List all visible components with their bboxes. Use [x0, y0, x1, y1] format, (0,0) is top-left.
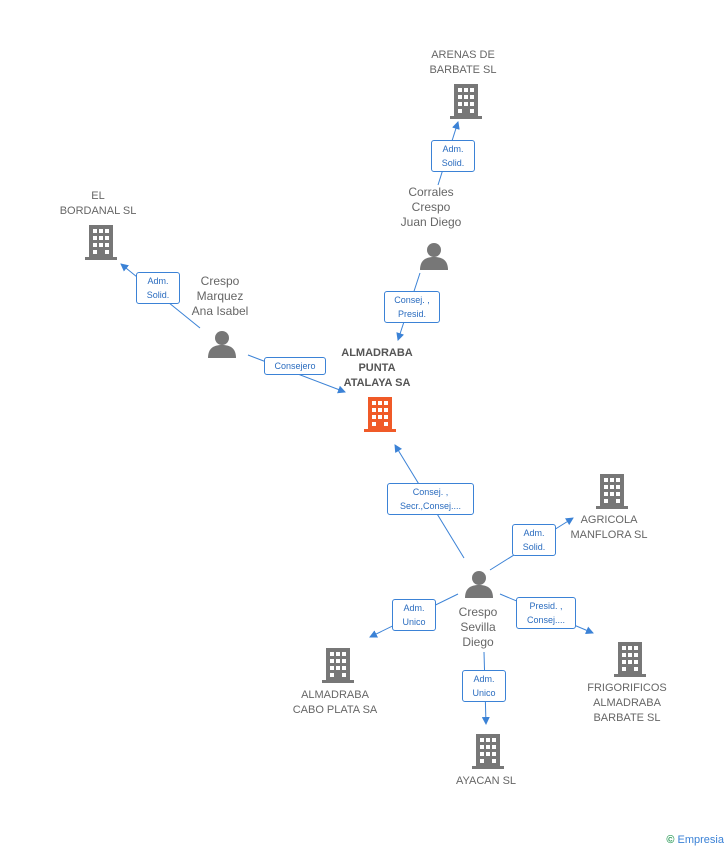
company-label-cabo-plata[interactable]: ALMADRABA CABO PLATA SA [292, 689, 378, 716]
role-badge-ayacan[interactable]: Adm. Unico [462, 670, 506, 702]
role-badge-bordanal[interactable]: Adm. Solid. [136, 272, 180, 304]
role-badge-sevilla-center[interactable]: Consej. , Secr.,Consej.... [387, 483, 474, 515]
role-badge-marquez-center[interactable]: Consejero [264, 357, 326, 375]
brand-name: Empresia [677, 834, 724, 846]
building-icon[interactable] [322, 648, 354, 684]
role-badge-cabo-plata[interactable]: Adm. Unico [392, 599, 436, 631]
company-label-arenas[interactable]: ARENAS DE BARBATE SL [429, 49, 497, 76]
copyright-icon: © [666, 834, 675, 846]
person-label-sevilla[interactable]: Crespo Sevilla Diego [458, 605, 498, 649]
building-icon[interactable] [472, 734, 504, 770]
person-icon[interactable] [419, 242, 449, 270]
company-label-frigorificos[interactable]: FRIGORIFICOS ALMADRABA BARBATE SL [587, 682, 667, 724]
person-icon[interactable] [464, 570, 494, 598]
role-badge-corrales-center[interactable]: Consej. , Presid. [384, 291, 440, 323]
building-icon[interactable] [614, 642, 646, 678]
building-icon[interactable] [596, 474, 628, 510]
role-badge-arenas[interactable]: Adm. Solid. [431, 140, 475, 172]
building-icon[interactable] [85, 225, 117, 261]
building-icon[interactable] [364, 397, 396, 433]
building-icon[interactable] [450, 84, 482, 120]
person-label-marquez[interactable]: Crespo Marquez Ana Isabel [191, 274, 249, 318]
company-label-bordanal[interactable]: EL BORDANAL SL [59, 190, 137, 217]
person-label-corrales[interactable]: Corrales Crespo Juan Diego [400, 185, 462, 229]
company-label-ayacan[interactable]: AYACAN SL [455, 775, 517, 787]
center-company-label[interactable]: ALMADRABA PUNTA ATALAYA SA [341, 347, 413, 389]
brand-watermark: ©Empresia [666, 834, 724, 846]
person-icon[interactable] [207, 330, 237, 358]
role-badge-frigorificos[interactable]: Presid. , Consej.... [516, 597, 576, 629]
role-badge-agricola[interactable]: Adm. Solid. [512, 524, 556, 556]
company-label-agricola[interactable]: AGRICOLA MANFLORA SL [570, 514, 648, 541]
